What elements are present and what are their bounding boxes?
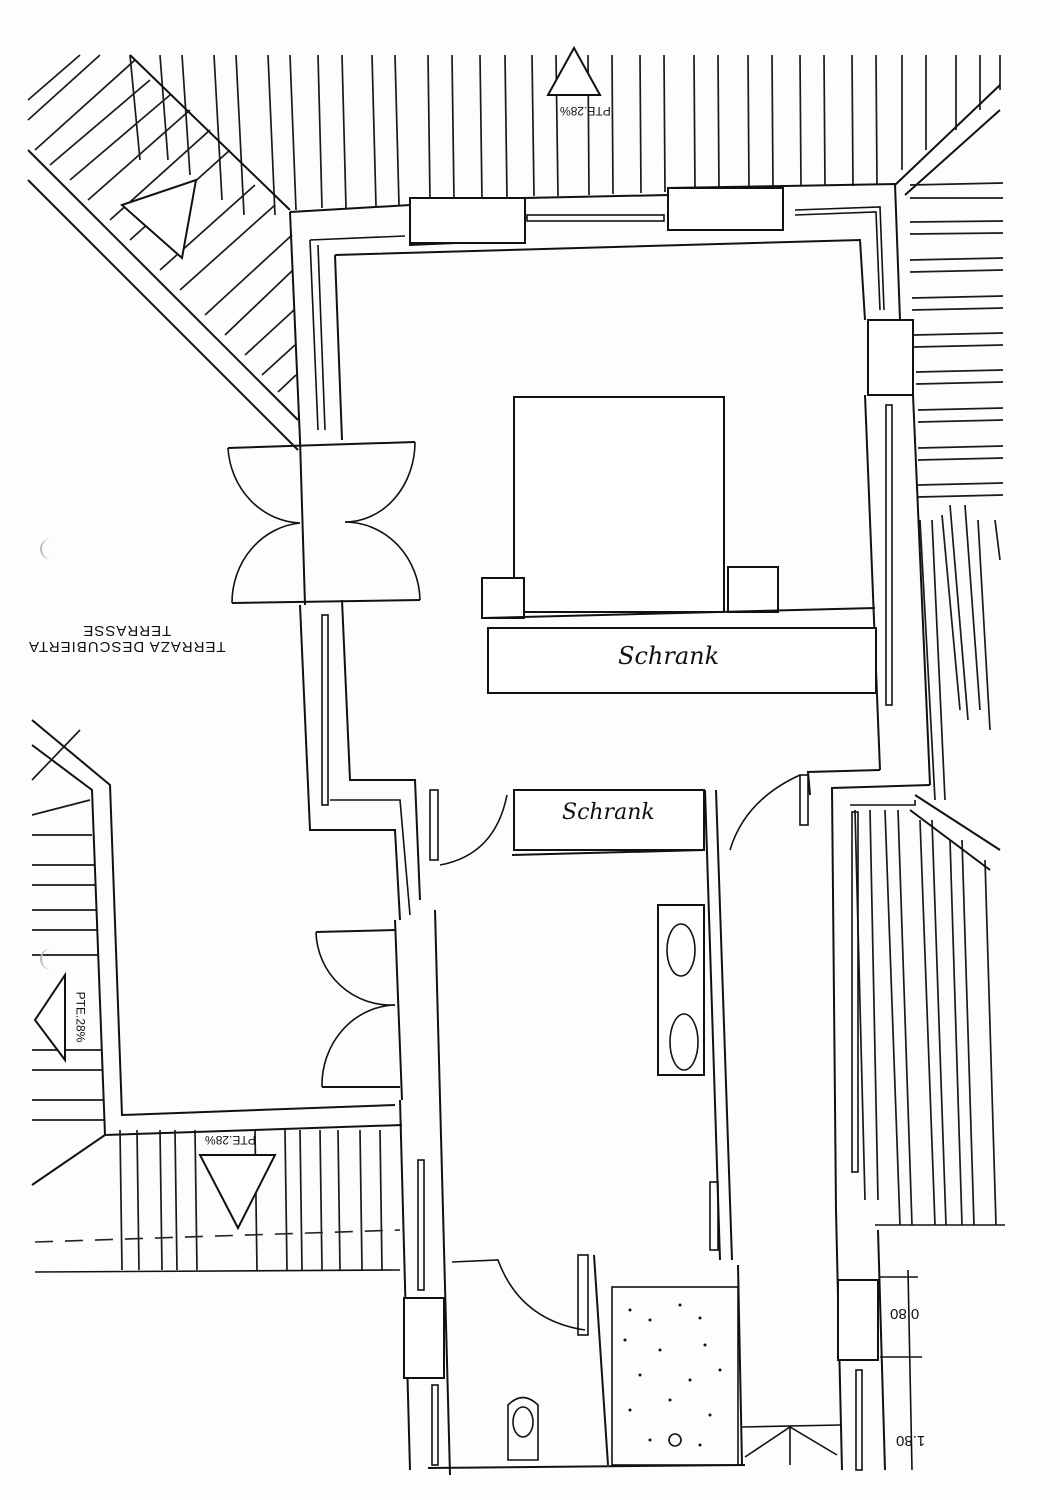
- double-door-terrace-2: [315, 909, 451, 1476]
- window-bath-left: [403, 1297, 445, 1379]
- punch-hole-mark: [40, 538, 64, 560]
- shower-tray: [611, 1286, 739, 1466]
- nightstand-left: [481, 577, 525, 619]
- terrace-label-line1: TERRAZA DESCUBIERTA: [28, 638, 226, 655]
- bedroom-furniture: [481, 396, 877, 694]
- punch-hole-mark: [40, 948, 64, 970]
- wardrobe-hall-label: Schrank: [562, 800, 655, 825]
- wardrobe-bedroom: [487, 627, 877, 694]
- nightstand-right: [727, 566, 779, 613]
- roof-ridge-top-left: [27, 54, 299, 451]
- slope-arrow-icon: [120, 178, 198, 260]
- hallway-furniture: [429, 774, 809, 1261]
- bedroom-walls: [289, 182, 931, 1211]
- terrace-outline: [31, 719, 403, 1186]
- dimension-label-2: 1.80: [896, 1432, 926, 1449]
- terrace-label-line2: TERRASSE: [82, 622, 172, 639]
- slope-arrow-bottom-icon: [198, 1154, 277, 1231]
- slope-label-left: PTE.28%: [73, 991, 88, 1043]
- roof-ridge-top-right: [894, 84, 1004, 498]
- terrace-label: TERRAZA DESCUBIERTA TERRASSE: [28, 622, 226, 655]
- roof-hatching-right: [854, 504, 1005, 1226]
- window-3: [867, 319, 914, 396]
- window-1: [409, 197, 526, 244]
- toilet: [507, 1396, 539, 1461]
- slope-label-bottom: PTE.28%: [205, 1133, 256, 1147]
- roof-hatching-bottom-left: [34, 1129, 401, 1273]
- window-2: [667, 187, 784, 231]
- slope-label-top: PTE.28%: [560, 104, 611, 118]
- double-sink-vanity: [657, 904, 705, 1076]
- sink-2: [669, 1013, 699, 1071]
- roof-hatching-top: [129, 54, 1001, 216]
- dimension-label-1: 0.80: [890, 1305, 920, 1322]
- slope-arrow-left-icon: [33, 971, 66, 1063]
- bathroom: [399, 1099, 922, 1471]
- wardrobe-bedroom-label: Schrank: [618, 642, 720, 670]
- window-bath-right: [837, 1279, 879, 1361]
- wardrobe-hall: [513, 789, 705, 851]
- sink-1: [666, 923, 696, 977]
- slope-arrow-top-icon: [546, 45, 602, 96]
- double-door-terrace: [227, 439, 421, 606]
- shower-drain: [668, 1433, 682, 1447]
- bed: [513, 396, 725, 613]
